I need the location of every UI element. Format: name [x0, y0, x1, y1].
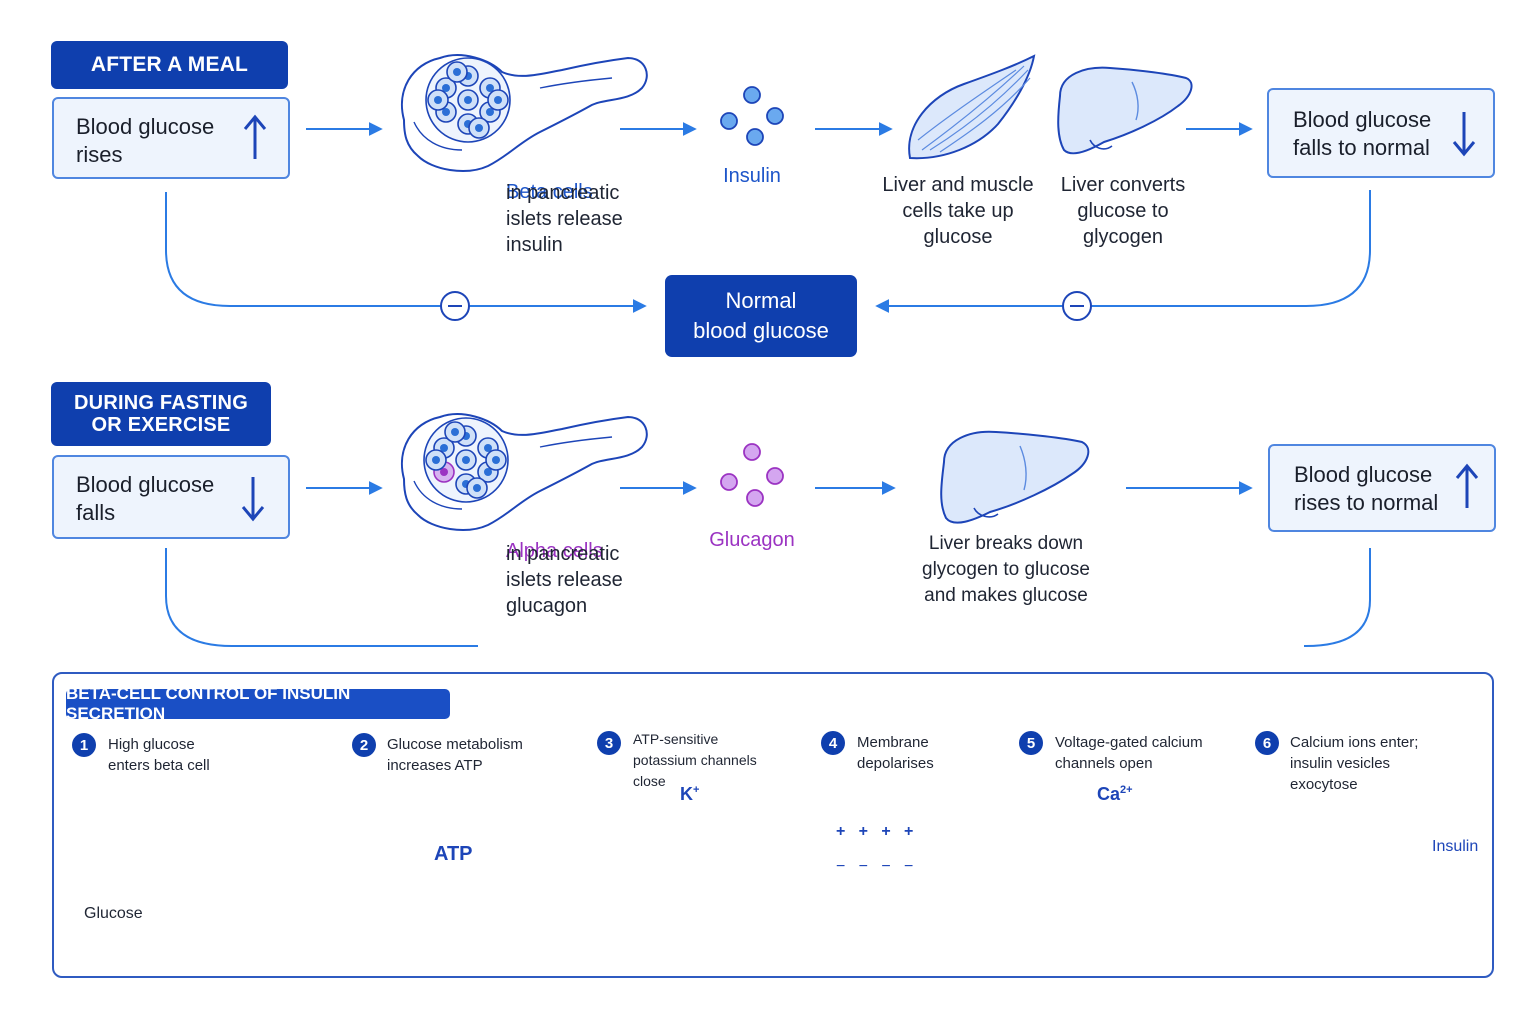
cell-nucleus [442, 108, 450, 116]
up-arrow-icon [243, 114, 267, 159]
cell-nucleus [473, 484, 481, 492]
step-4-number: 4 [821, 731, 845, 755]
beta-cell-control-header: BETA-CELL CONTROL OF INSULIN SECRETION [66, 684, 450, 723]
meal-end-text: Blood glucose falls to normal [1293, 107, 1432, 160]
cell-nucleus [486, 108, 494, 116]
fasting-left-curve [165, 548, 478, 647]
cell-nucleus [440, 468, 448, 476]
plus-signs: + + + + [836, 823, 914, 840]
cell-nucleus [486, 84, 494, 92]
fasting-start-box: Blood glucose falls [52, 455, 290, 539]
liver-breakdown-text: Liver breaks down glycogen to glucose an… [922, 533, 1090, 606]
pancreas-beta-icon [400, 54, 648, 172]
cell-nucleus [442, 84, 450, 92]
glucose-label: Glucose [84, 905, 143, 922]
minus-signs: − − − − [836, 858, 914, 875]
step-2-number: 2 [352, 733, 376, 757]
cell-nucleus [484, 444, 492, 452]
meal-start-text: Blood glucose rises [76, 114, 215, 167]
step-4-text: Membrane depolarises [857, 734, 934, 772]
step-5-text: Voltage-gated calcium channels open [1055, 734, 1203, 772]
liver-convert-text: Liver converts glucose to glycogen [1060, 174, 1186, 248]
fasting-end-text: Blood glucose rises to normal [1294, 462, 1439, 515]
step-6-number: 6 [1255, 731, 1279, 755]
cell-nucleus [492, 456, 500, 464]
cell-nucleus [440, 444, 448, 452]
fasting-right-curve [1304, 548, 1371, 647]
alpha-cells-title: Alpha cells [506, 540, 603, 562]
atp-label: ATP [434, 843, 473, 865]
pancreas-alpha-icon [400, 413, 648, 531]
feedback-right-minus-icon [1062, 291, 1092, 321]
step-1-text: High glucose enters beta cell [108, 736, 210, 774]
beta-cells-label: Beta cells [506, 153, 593, 205]
cell-nucleus [451, 428, 459, 436]
muscle-text: Liver and muscle cells take up glucose [882, 174, 1034, 248]
fasting-start-text: Blood glucose falls [76, 472, 215, 525]
liver-fasting-icon [940, 430, 1090, 524]
down-arrow-icon [241, 477, 265, 522]
cell-nucleus [464, 96, 472, 104]
cell-nucleus [484, 468, 492, 476]
ca-symbol: Ca [1097, 784, 1121, 804]
step-2-text: Glucose metabolism increases ATP [387, 736, 523, 774]
insulin-label: Insulin [723, 165, 781, 187]
fasting-header: DURING FASTING OR EXERCISE [51, 382, 271, 446]
muscle-icon [908, 54, 1036, 160]
k-ion-label: K+ [680, 784, 699, 805]
beta-cells-title: Beta cells [506, 181, 593, 203]
up-arrow-icon [1455, 463, 1479, 508]
step-5-number: 5 [1019, 731, 1043, 755]
normal-blood-glucose-box: Normal blood glucose [665, 275, 857, 357]
feedback-loops [165, 190, 1371, 313]
liver-icon [1057, 66, 1193, 155]
feedback-right-connector [875, 190, 1371, 313]
step-3-text: ATP-sensitive potassium channels close [633, 731, 757, 789]
meal-end-box: Blood glucose falls to normal [1267, 88, 1495, 178]
insulin-release-label: Insulin [1432, 838, 1479, 855]
glucagon-label: Glucagon [709, 529, 795, 551]
cell-nucleus [453, 68, 461, 76]
feedback-left-minus-icon [440, 291, 470, 321]
cell-nucleus [432, 456, 440, 464]
beta-cells-text: in pancreatic islets release insulin [506, 182, 623, 256]
step-3-number: 3 [597, 731, 621, 755]
cell-nucleus [475, 124, 483, 132]
alpha-cells-text: in pancreatic islets release glucagon [506, 543, 623, 617]
cell-nucleus [462, 456, 470, 464]
normal-line1: Normal [725, 288, 797, 313]
fasting-end-box: Blood glucose rises to normal [1268, 444, 1496, 532]
ca-charge: 2+ [1120, 784, 1133, 796]
meal-header: AFTER A MEAL [51, 41, 288, 89]
k-symbol: K [680, 784, 693, 804]
ca-ion-label: Ca2+ [1097, 784, 1133, 805]
k-charge: + [693, 784, 700, 796]
insulin-molecules-icon [720, 86, 784, 146]
beta-cell-control-panel [52, 672, 1494, 978]
meal-start-box: Blood glucose rises [52, 97, 290, 179]
step-1-number: 1 [72, 733, 96, 757]
cell-nucleus [494, 96, 502, 104]
glucagon-molecules-icon [720, 443, 784, 507]
step-6-text: Calcium ions enter; insulin vesicles exo… [1290, 734, 1419, 793]
down-arrow-icon [1452, 112, 1476, 157]
cell-nucleus [434, 96, 442, 104]
feedback-left-connector [165, 192, 647, 313]
fasting-return-curves [165, 548, 1371, 647]
normal-line2: blood glucose [693, 318, 829, 343]
alpha-cells-label: Alpha cells [506, 512, 603, 564]
